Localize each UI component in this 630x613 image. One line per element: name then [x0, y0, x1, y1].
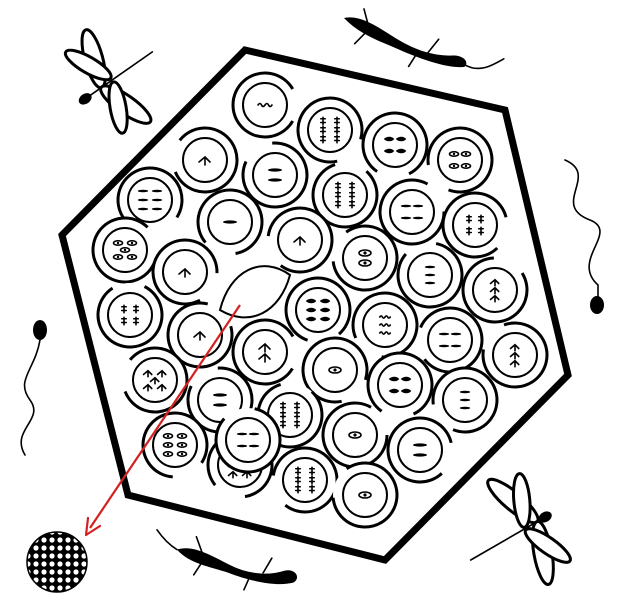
puzzle-tile[interactable] — [398, 243, 462, 307]
bird-icon — [511, 345, 519, 367]
puzzle-tile[interactable] — [153, 240, 217, 304]
puzzle-tile[interactable] — [286, 278, 350, 342]
tadpole-icon — [21, 320, 47, 455]
tadpole-icon — [565, 160, 604, 314]
lizard-icon — [149, 530, 301, 599]
puzzle-tile[interactable] — [93, 218, 157, 282]
puzzle-tile[interactable] — [173, 128, 237, 192]
puzzle-tile[interactable] — [323, 403, 387, 467]
puzzle-tile[interactable] — [216, 408, 280, 472]
puzzle-tile[interactable] — [233, 320, 297, 384]
puzzle-tile[interactable] — [368, 353, 432, 417]
puzzle-tile[interactable] — [380, 180, 444, 244]
puzzle-tile[interactable] — [333, 463, 397, 527]
puzzle-tile[interactable] — [268, 208, 332, 272]
puzzle-tile[interactable] — [433, 368, 497, 432]
puzzle-tile[interactable] — [443, 193, 507, 257]
puzzle-tile[interactable] — [388, 418, 452, 482]
puzzle-tile[interactable] — [463, 258, 527, 322]
puzzle-tile[interactable] — [353, 293, 417, 357]
puzzle-tile[interactable] — [363, 113, 427, 177]
puzzle-tile[interactable] — [273, 448, 337, 512]
puzzle-tile[interactable] — [143, 413, 207, 477]
puzzle-tile[interactable] — [298, 98, 362, 162]
puzzle-tile[interactable] — [98, 283, 162, 347]
puzzle-tile[interactable] — [198, 190, 262, 254]
bird-icon — [491, 280, 499, 302]
puzzle-tile[interactable] — [428, 128, 492, 192]
puzzle-tile[interactable] — [483, 323, 547, 387]
puzzle-tile[interactable] — [123, 348, 187, 412]
puzzle-tile[interactable] — [418, 308, 482, 372]
dash-icon — [223, 220, 237, 223]
sphere-icon — [27, 532, 87, 592]
puzzle-tile[interactable] — [333, 226, 397, 290]
puzzle-tile[interactable] — [233, 73, 297, 137]
